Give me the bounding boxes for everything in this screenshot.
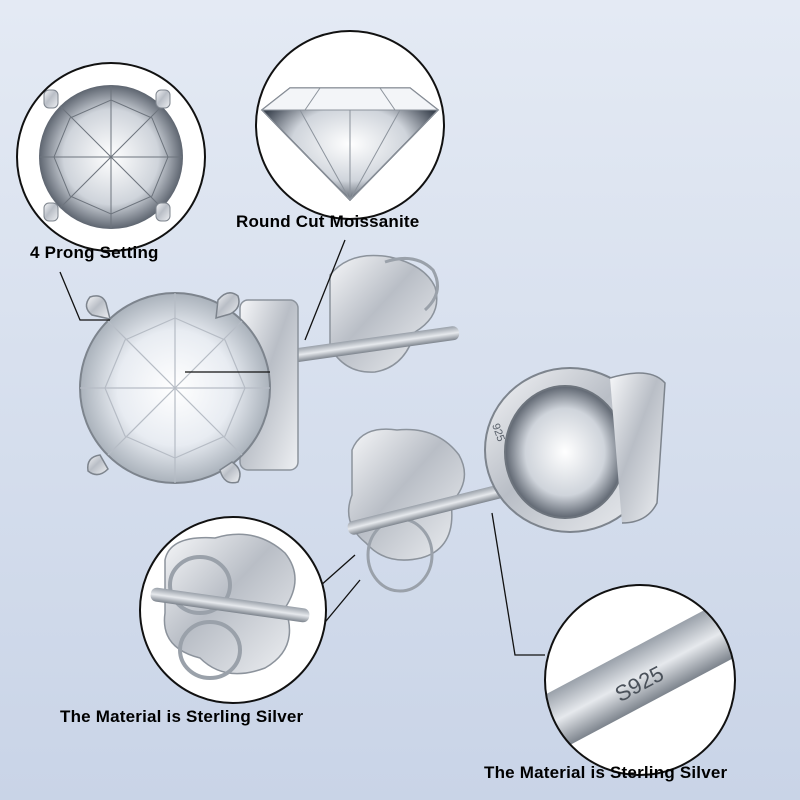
earring-side-view: 925	[347, 367, 666, 593]
label-material-right: The Material is Sterling Silver	[484, 763, 728, 782]
detail-circle-gem	[255, 30, 445, 220]
detail-circle-prong	[16, 62, 206, 252]
label-material-left: The Material is Sterling Silver	[60, 707, 304, 726]
label-round-cut: Round Cut Moissanite	[236, 212, 420, 231]
detail-circle-butterfly-back	[139, 516, 327, 704]
label-prong-setting: 4 Prong Setting	[30, 243, 159, 262]
setting-stamp: 925	[489, 422, 507, 443]
earring-front-view	[79, 254, 460, 484]
